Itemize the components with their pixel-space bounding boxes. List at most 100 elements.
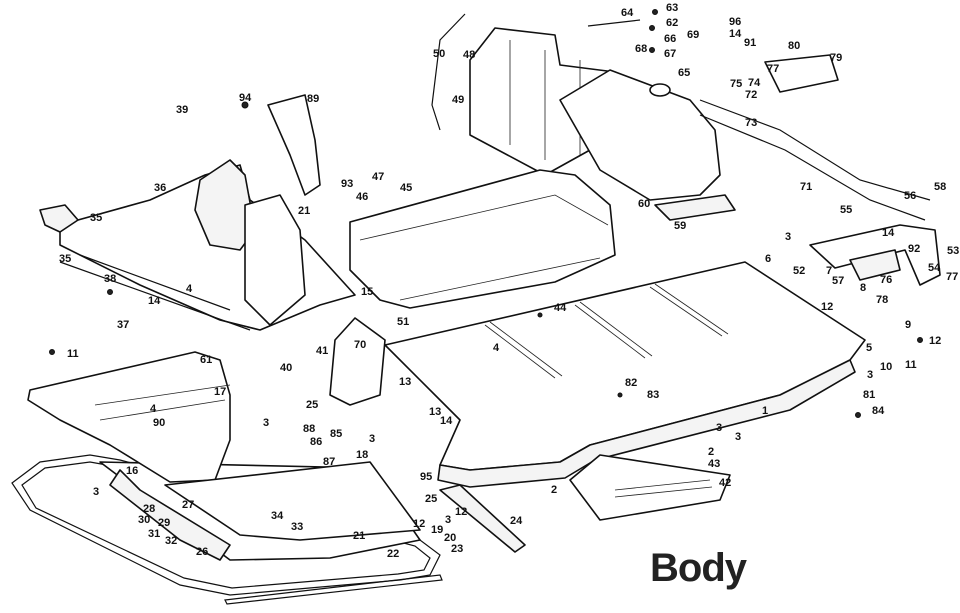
callout-58: 58	[934, 181, 946, 193]
running-board-frame-inner	[21, 461, 431, 589]
callout-11: 11	[67, 348, 79, 360]
left-tip-35	[39, 204, 79, 233]
callout-11: 11	[905, 359, 917, 371]
callout-44: 44	[554, 302, 567, 314]
callout-25: 25	[306, 399, 318, 411]
bottom-rail	[224, 574, 443, 605]
callout-65: 65	[678, 67, 690, 79]
callout-89: 89	[307, 93, 319, 105]
callout-70: 70	[354, 339, 366, 351]
callout-64: 64	[621, 7, 634, 19]
callout-4: 4	[493, 342, 500, 354]
callout-14: 14	[440, 415, 453, 427]
callout-74: 74	[748, 77, 761, 89]
skid-plate	[569, 454, 731, 521]
callout-3: 3	[445, 514, 451, 526]
callout-9: 9	[905, 319, 911, 331]
callout-54: 54	[928, 262, 941, 274]
seat-cushion-trim	[359, 194, 609, 301]
bracket-70	[329, 317, 386, 406]
callout-96: 96	[729, 16, 741, 28]
callout-2: 2	[708, 446, 714, 458]
callout-55: 55	[840, 204, 852, 216]
callout-86: 86	[310, 436, 322, 448]
callout-31: 31	[148, 528, 160, 540]
callout-13: 13	[429, 406, 441, 418]
callout-1: 1	[762, 405, 768, 417]
callout-2: 2	[551, 484, 557, 496]
callout-39: 39	[176, 104, 188, 116]
callout-33: 33	[291, 521, 303, 533]
callout-23: 23	[451, 543, 463, 555]
fuel-tank	[559, 69, 721, 201]
callout-47: 47	[372, 171, 384, 183]
callout-40: 40	[280, 362, 292, 374]
callout-36: 36	[154, 182, 166, 194]
callout-35: 35	[59, 253, 71, 265]
callout-78: 78	[876, 294, 888, 306]
callout-59: 59	[674, 220, 686, 232]
rod-64	[587, 19, 641, 27]
callout-90: 90	[153, 417, 165, 429]
callout-61: 61	[200, 354, 212, 366]
callout-66: 66	[664, 33, 676, 45]
callout-22: 22	[387, 548, 399, 560]
callout-6: 6	[765, 253, 771, 265]
callout-88: 88	[303, 423, 315, 435]
callout-46: 46	[356, 191, 368, 203]
callout-94: 94	[239, 92, 252, 104]
belly-pan-ribs	[484, 283, 729, 379]
callout-82: 82	[625, 377, 637, 389]
callout-50: 50	[433, 48, 445, 60]
fuel-cap	[649, 83, 671, 97]
callout-38: 38	[104, 273, 116, 285]
callout-56: 56	[904, 190, 916, 202]
callout-3: 3	[785, 231, 791, 243]
callout-3: 3	[867, 369, 873, 381]
callout-42: 42	[719, 477, 731, 489]
callout-77: 77	[767, 63, 779, 75]
callout-13: 13	[399, 376, 411, 388]
callout-67: 67	[664, 48, 676, 60]
callout-14: 14	[882, 227, 895, 239]
callout-41: 41	[316, 345, 328, 357]
callout-72: 72	[745, 89, 757, 101]
callout-60: 60	[638, 198, 650, 210]
running-board-strip	[109, 469, 231, 561]
callout-49: 49	[452, 94, 464, 106]
callout-51: 51	[397, 316, 409, 328]
callout-12: 12	[929, 335, 941, 347]
callout-20: 20	[444, 532, 456, 544]
callout-48: 48	[463, 49, 475, 61]
skid-plate-hatch	[614, 479, 713, 498]
callout-73: 73	[745, 117, 757, 129]
callout-87: 87	[323, 456, 335, 468]
callout-80: 80	[788, 40, 800, 52]
callout-25: 25	[425, 493, 437, 505]
callout-3: 3	[369, 433, 375, 445]
callout-15: 15	[361, 286, 373, 298]
callout-24: 24	[510, 515, 523, 527]
callout-95: 95	[420, 471, 432, 483]
callout-92: 92	[908, 243, 920, 255]
callout-81: 81	[863, 389, 875, 401]
console-plate	[244, 194, 306, 326]
hardware-dots	[49, 9, 923, 418]
callout-53: 53	[947, 245, 959, 257]
callout-17: 17	[214, 386, 226, 398]
callout-10: 10	[880, 361, 892, 373]
callout-85: 85	[330, 428, 342, 440]
callout-28: 28	[143, 503, 155, 515]
fuel-tank-base	[654, 194, 736, 221]
grab-bar-80	[764, 54, 839, 93]
callout-8: 8	[860, 282, 866, 294]
callout-26: 26	[196, 546, 208, 558]
callout-71: 71	[800, 181, 812, 193]
diagram-title: Body	[650, 546, 747, 590]
tail-light	[849, 249, 901, 281]
belly-pan-front	[437, 359, 856, 488]
callout-91: 91	[744, 37, 756, 49]
callout-76: 76	[880, 274, 892, 286]
